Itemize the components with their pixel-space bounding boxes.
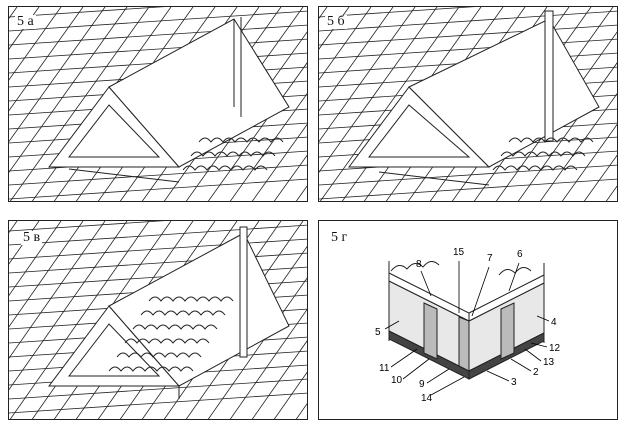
tile-row	[132, 324, 218, 330]
callout-12: 12	[549, 343, 561, 354]
callout-lines	[384, 261, 550, 396]
roof-batten	[273, 371, 307, 419]
callout-11: 11	[379, 363, 390, 374]
roof-rafter	[9, 392, 307, 414]
dormer-5a	[48, 17, 290, 183]
roof-batten	[319, 7, 372, 81]
roof-rafter	[319, 7, 476, 18]
roof-batten	[9, 7, 84, 112]
tiles-5a	[182, 137, 284, 171]
panel-label-5g: 5 г	[329, 230, 350, 245]
panel-label-5b: 5 б	[325, 14, 347, 29]
roof-batten	[9, 7, 128, 173]
callout-labels: 15 7 6 8 5 4 12 11 10 9 14 3 2 13	[375, 247, 561, 404]
callout-6: 6	[517, 249, 523, 260]
callout-10: 10	[391, 375, 403, 386]
roof-batten	[319, 7, 438, 173]
dormer-drawing-5a	[9, 7, 307, 201]
roof-batten	[273, 154, 307, 201]
section-layers	[388, 261, 545, 380]
dormer-5v	[48, 226, 290, 399]
roof-rafter	[319, 38, 617, 60]
roof-batten	[9, 221, 150, 419]
roof-rafter	[319, 24, 617, 46]
roof-rafter	[9, 10, 307, 32]
callout-3: 3	[511, 377, 517, 388]
roof-rafter	[9, 178, 307, 200]
callout-5: 5	[375, 327, 381, 338]
tile-row	[108, 366, 194, 372]
panel-label-5v: 5 в	[21, 230, 43, 245]
roof-batten	[9, 221, 40, 265]
tile-row	[116, 352, 202, 358]
roof-rafter	[9, 7, 166, 18]
roof-batten	[605, 185, 617, 201]
roof-batten	[561, 123, 617, 201]
roof-rafter	[9, 378, 307, 400]
tile-row	[198, 137, 284, 143]
callout-14: 14	[421, 393, 433, 404]
panel-label-5a: 5 а	[15, 14, 36, 29]
roof-rafter	[9, 221, 166, 232]
roof-batten	[295, 185, 307, 201]
roof-batten	[9, 7, 150, 201]
panel-5v: 5 в	[8, 220, 308, 420]
roof-batten	[319, 7, 394, 112]
callout-7: 7	[487, 253, 493, 264]
tile-row	[124, 338, 210, 344]
roof-rafter	[319, 164, 617, 186]
tiles-5b	[492, 137, 594, 171]
tiles-5v	[108, 296, 234, 372]
roof-batten	[9, 7, 40, 50]
tile-row	[500, 151, 586, 157]
roof-batten	[251, 340, 307, 419]
roof-rafter	[319, 10, 617, 32]
callout-8: 8	[416, 259, 422, 270]
callout-2: 2	[533, 367, 539, 378]
roof-batten	[9, 7, 106, 143]
roof-rafter	[319, 178, 617, 200]
dormer-5b	[348, 10, 600, 186]
roof-batten	[9, 221, 62, 296]
tile-row	[148, 296, 234, 302]
roof-batten	[229, 93, 307, 201]
roof-batten	[295, 403, 307, 419]
tile-row	[508, 137, 594, 143]
panel-5g: 15 7 6 8 5 4 12 11 10 9 14 3 2 13 5 г	[318, 220, 618, 420]
roof-batten	[229, 308, 307, 419]
tile-row	[140, 310, 226, 316]
roof-batten	[9, 221, 128, 391]
roof-batten	[319, 7, 350, 50]
roof-rafter	[9, 38, 307, 60]
tile-row	[190, 151, 276, 157]
roof-rafter	[9, 24, 307, 46]
tile-row	[182, 165, 268, 171]
callout-9: 9	[419, 379, 425, 390]
roof-rafter	[9, 164, 307, 186]
callout-15: 15	[453, 247, 465, 258]
dormer-drawing-5v	[9, 221, 307, 419]
roof-batten	[251, 123, 307, 201]
dormer-drawing-5b	[319, 7, 617, 201]
roof-batten	[539, 93, 617, 201]
panel-5a: 5 а	[8, 6, 308, 202]
roof-rafter	[9, 238, 307, 260]
panel-5b: 5 б	[318, 6, 618, 202]
callout-4: 4	[551, 317, 557, 328]
roof-rafter	[9, 252, 307, 274]
section-drawing-5g: 15 7 6 8 5 4 12 11 10 9 14 3 2 13	[375, 247, 561, 404]
roof-rafter	[9, 224, 307, 246]
roof-batten	[583, 154, 617, 201]
callout-13: 13	[543, 357, 555, 368]
tile-row	[492, 165, 578, 171]
roof-batten	[9, 7, 62, 81]
roof-batten	[319, 7, 416, 143]
roof-batten	[319, 7, 460, 201]
roof-batten	[9, 221, 84, 328]
